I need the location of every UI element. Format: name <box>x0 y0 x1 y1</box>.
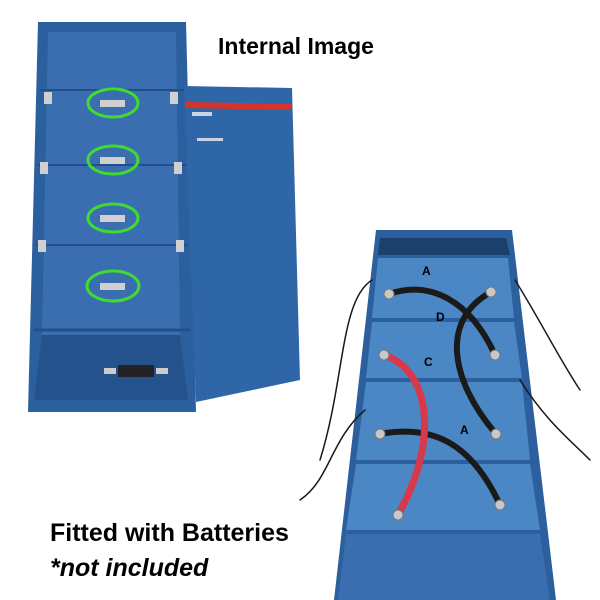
fitted-enclosure <box>334 230 556 600</box>
battery-cables <box>299 279 591 519</box>
battery-label: D <box>436 310 445 324</box>
image-title: Internal Image <box>218 33 374 59</box>
empty-enclosure <box>28 22 196 412</box>
battery-terminal <box>374 286 506 521</box>
fitted-caption: Fitted with Batteries <box>50 519 289 547</box>
highlight-ring <box>85 87 141 303</box>
not-included-note: *not included <box>50 554 209 582</box>
battery-label: A <box>422 264 431 278</box>
battery-label: A <box>460 423 469 437</box>
battery-label: C <box>424 355 433 369</box>
enclosure-lid <box>184 86 300 402</box>
